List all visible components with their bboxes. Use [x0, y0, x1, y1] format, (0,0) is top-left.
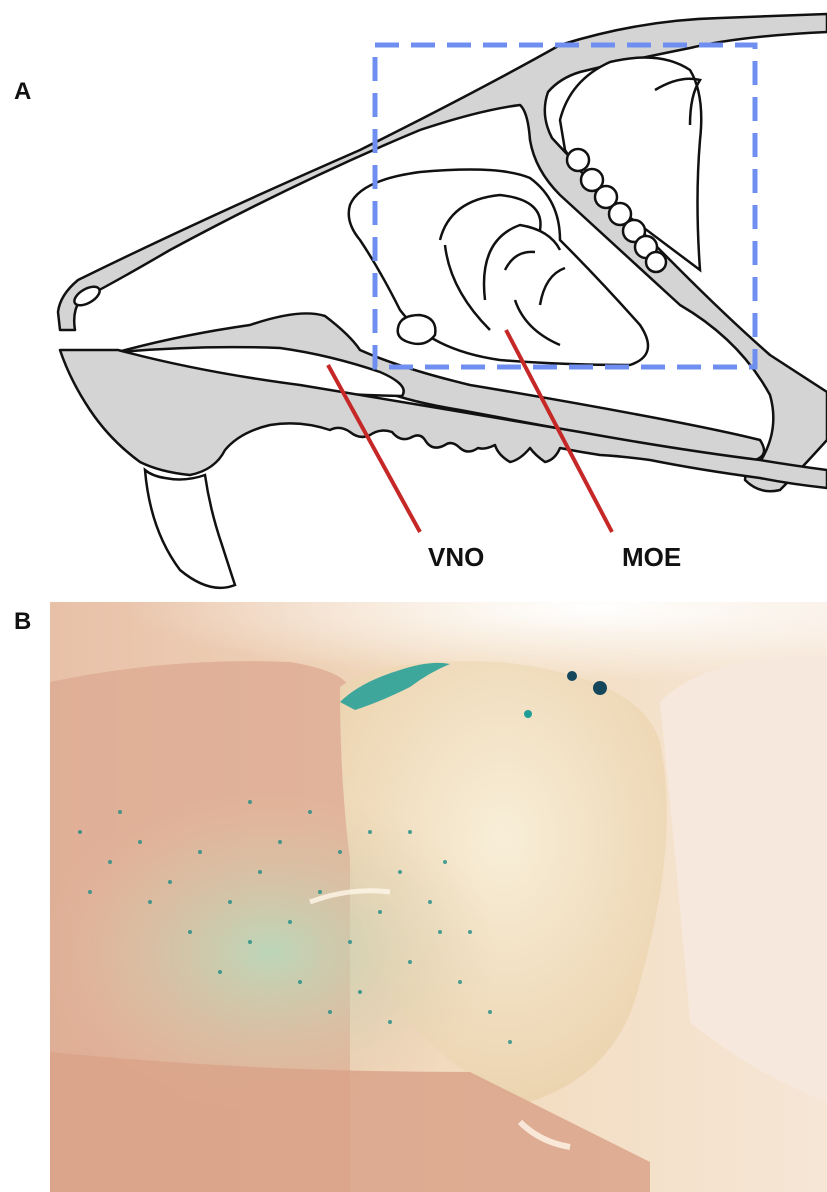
panel-b-label: B [14, 608, 31, 636]
stain-dot [593, 681, 607, 695]
moe-label: MOE [622, 542, 681, 572]
incisor-tooth [145, 470, 235, 588]
xgal-stained-tissue-photo [50, 602, 827, 1192]
stain-dot [567, 671, 577, 681]
stain-dot [524, 710, 532, 718]
vno-label: VNO [428, 542, 484, 572]
skull-schematic: VNO MOE [0, 0, 827, 600]
small-oval-shape [398, 315, 436, 344]
maxilla-outline [60, 350, 827, 488]
